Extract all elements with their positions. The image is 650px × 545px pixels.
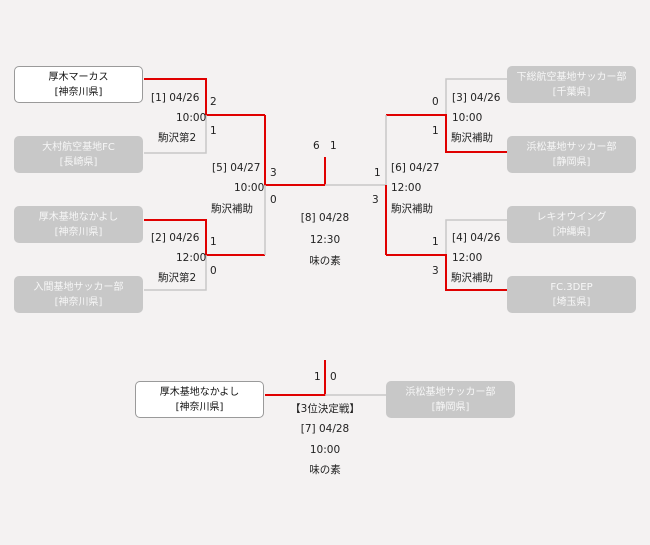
m2-score-bottom: 0 (210, 265, 217, 277)
m5-score-bottom: 0 (270, 194, 277, 206)
m4-id: [4] 04/26 (452, 232, 501, 244)
line-m1-top (144, 78, 265, 116)
team-box-3rd-left[interactable]: 厚木基地なかよし [神奈川県] (135, 381, 264, 418)
final-id: [8] 04/28 (300, 212, 350, 224)
team-name: 大村航空基地FC (42, 141, 115, 153)
team-pref: [長崎県] (59, 156, 98, 168)
m5-id: [5] 04/27 (212, 162, 261, 174)
team-pref: [神奈川県] (175, 401, 224, 413)
m1-id: [1] 04/26 (151, 92, 200, 104)
m4-time: 12:00 (452, 252, 483, 264)
final-time: 12:30 (309, 234, 341, 246)
m1-venue: 駒沢第2 (158, 132, 197, 144)
team-pref: [静岡県] (552, 156, 591, 168)
team-box-t7[interactable]: レキオウイング [沖縄県] (507, 206, 636, 243)
team-pref: [埼玉県] (552, 296, 591, 308)
m2-venue: 駒沢第2 (158, 272, 197, 284)
team-pref: [静岡県] (431, 401, 470, 413)
team-pref: [神奈川県] (54, 296, 103, 308)
m3-score-top: 0 (432, 96, 439, 108)
final-venue: 味の素 (309, 255, 341, 267)
m2-score-top: 1 (210, 236, 217, 248)
team-name: 浜松基地サッカー部 (405, 386, 496, 398)
m6-id: [6] 04/27 (391, 162, 440, 174)
third-id: [7] 04/28 (300, 423, 350, 435)
team-box-t8[interactable]: FC.3DEP [埼玉県] (507, 276, 636, 313)
team-name: 厚木基地なかよし (38, 211, 119, 223)
m5-score-top: 3 (270, 167, 277, 179)
team-box-t5[interactable]: 下総航空基地サッカー部 [千葉県] (507, 66, 636, 103)
line-m4-top (445, 219, 507, 255)
third-time: 10:00 (309, 444, 341, 456)
team-pref: [千葉県] (552, 86, 591, 98)
line-m2-bottom (144, 255, 207, 291)
line-m2-top (144, 219, 265, 256)
m6-score-top: 1 (374, 167, 381, 179)
team-name: 下総航空基地サッカー部 (516, 71, 627, 83)
m3-time: 10:00 (452, 112, 483, 124)
team-name: 入間基地サッカー部 (33, 281, 124, 293)
team-box-t4[interactable]: 入間基地サッカー部 [神奈川県] (14, 276, 143, 313)
final-score-left: 6 (313, 140, 320, 152)
team-name: 厚木マーカス (48, 71, 109, 83)
team-box-t6[interactable]: 浜松基地サッカー部 [静岡県] (507, 136, 636, 173)
third-score-left: 1 (314, 371, 321, 383)
m3-id: [3] 04/26 (452, 92, 501, 104)
m6-venue: 駒沢補助 (391, 203, 433, 215)
team-pref: [神奈川県] (54, 226, 103, 238)
m5-time: 10:00 (234, 182, 265, 194)
team-box-t3[interactable]: 厚木基地なかよし [神奈川県] (14, 206, 143, 243)
team-pref: [神奈川県] (54, 86, 103, 98)
team-name: 浜松基地サッカー部 (526, 141, 617, 153)
m3-score-bottom: 1 (432, 125, 439, 137)
m4-venue: 駒沢補助 (451, 272, 493, 284)
team-box-3rd-right[interactable]: 浜松基地サッカー部 [静岡県] (386, 381, 515, 418)
m3-venue: 駒沢補助 (451, 132, 493, 144)
m6-time: 12:00 (391, 182, 422, 194)
m5-venue: 駒沢補助 (211, 203, 253, 215)
final-score-right: 1 (330, 140, 337, 152)
m1-score-top: 2 (210, 96, 217, 108)
m4-score-top: 1 (432, 236, 439, 248)
team-name: FC.3DEP (550, 281, 593, 293)
m6-score-bottom: 3 (372, 194, 379, 206)
third-score-right: 0 (330, 371, 337, 383)
line-m3-top (445, 78, 507, 115)
team-box-t1[interactable]: 厚木マーカス [神奈川県] (14, 66, 143, 103)
m4-score-bottom: 3 (432, 265, 439, 277)
team-pref: [沖縄県] (552, 226, 591, 238)
m1-score-bottom: 1 (210, 125, 217, 137)
team-name: レキオウイング (536, 211, 607, 223)
team-name: 厚木基地なかよし (159, 386, 240, 398)
m1-time: 10:00 (176, 112, 207, 124)
line-m1-bottom (144, 115, 207, 154)
third-title: 【3位決定戦】 (290, 403, 360, 415)
m2-id: [2] 04/26 (151, 232, 200, 244)
line-m4-bottom (386, 254, 507, 291)
third-venue: 味の素 (309, 464, 341, 476)
team-box-t2[interactable]: 大村航空基地FC [長崎県] (14, 136, 143, 173)
line-m3-bottom (386, 114, 507, 153)
m2-time: 12:00 (176, 252, 207, 264)
